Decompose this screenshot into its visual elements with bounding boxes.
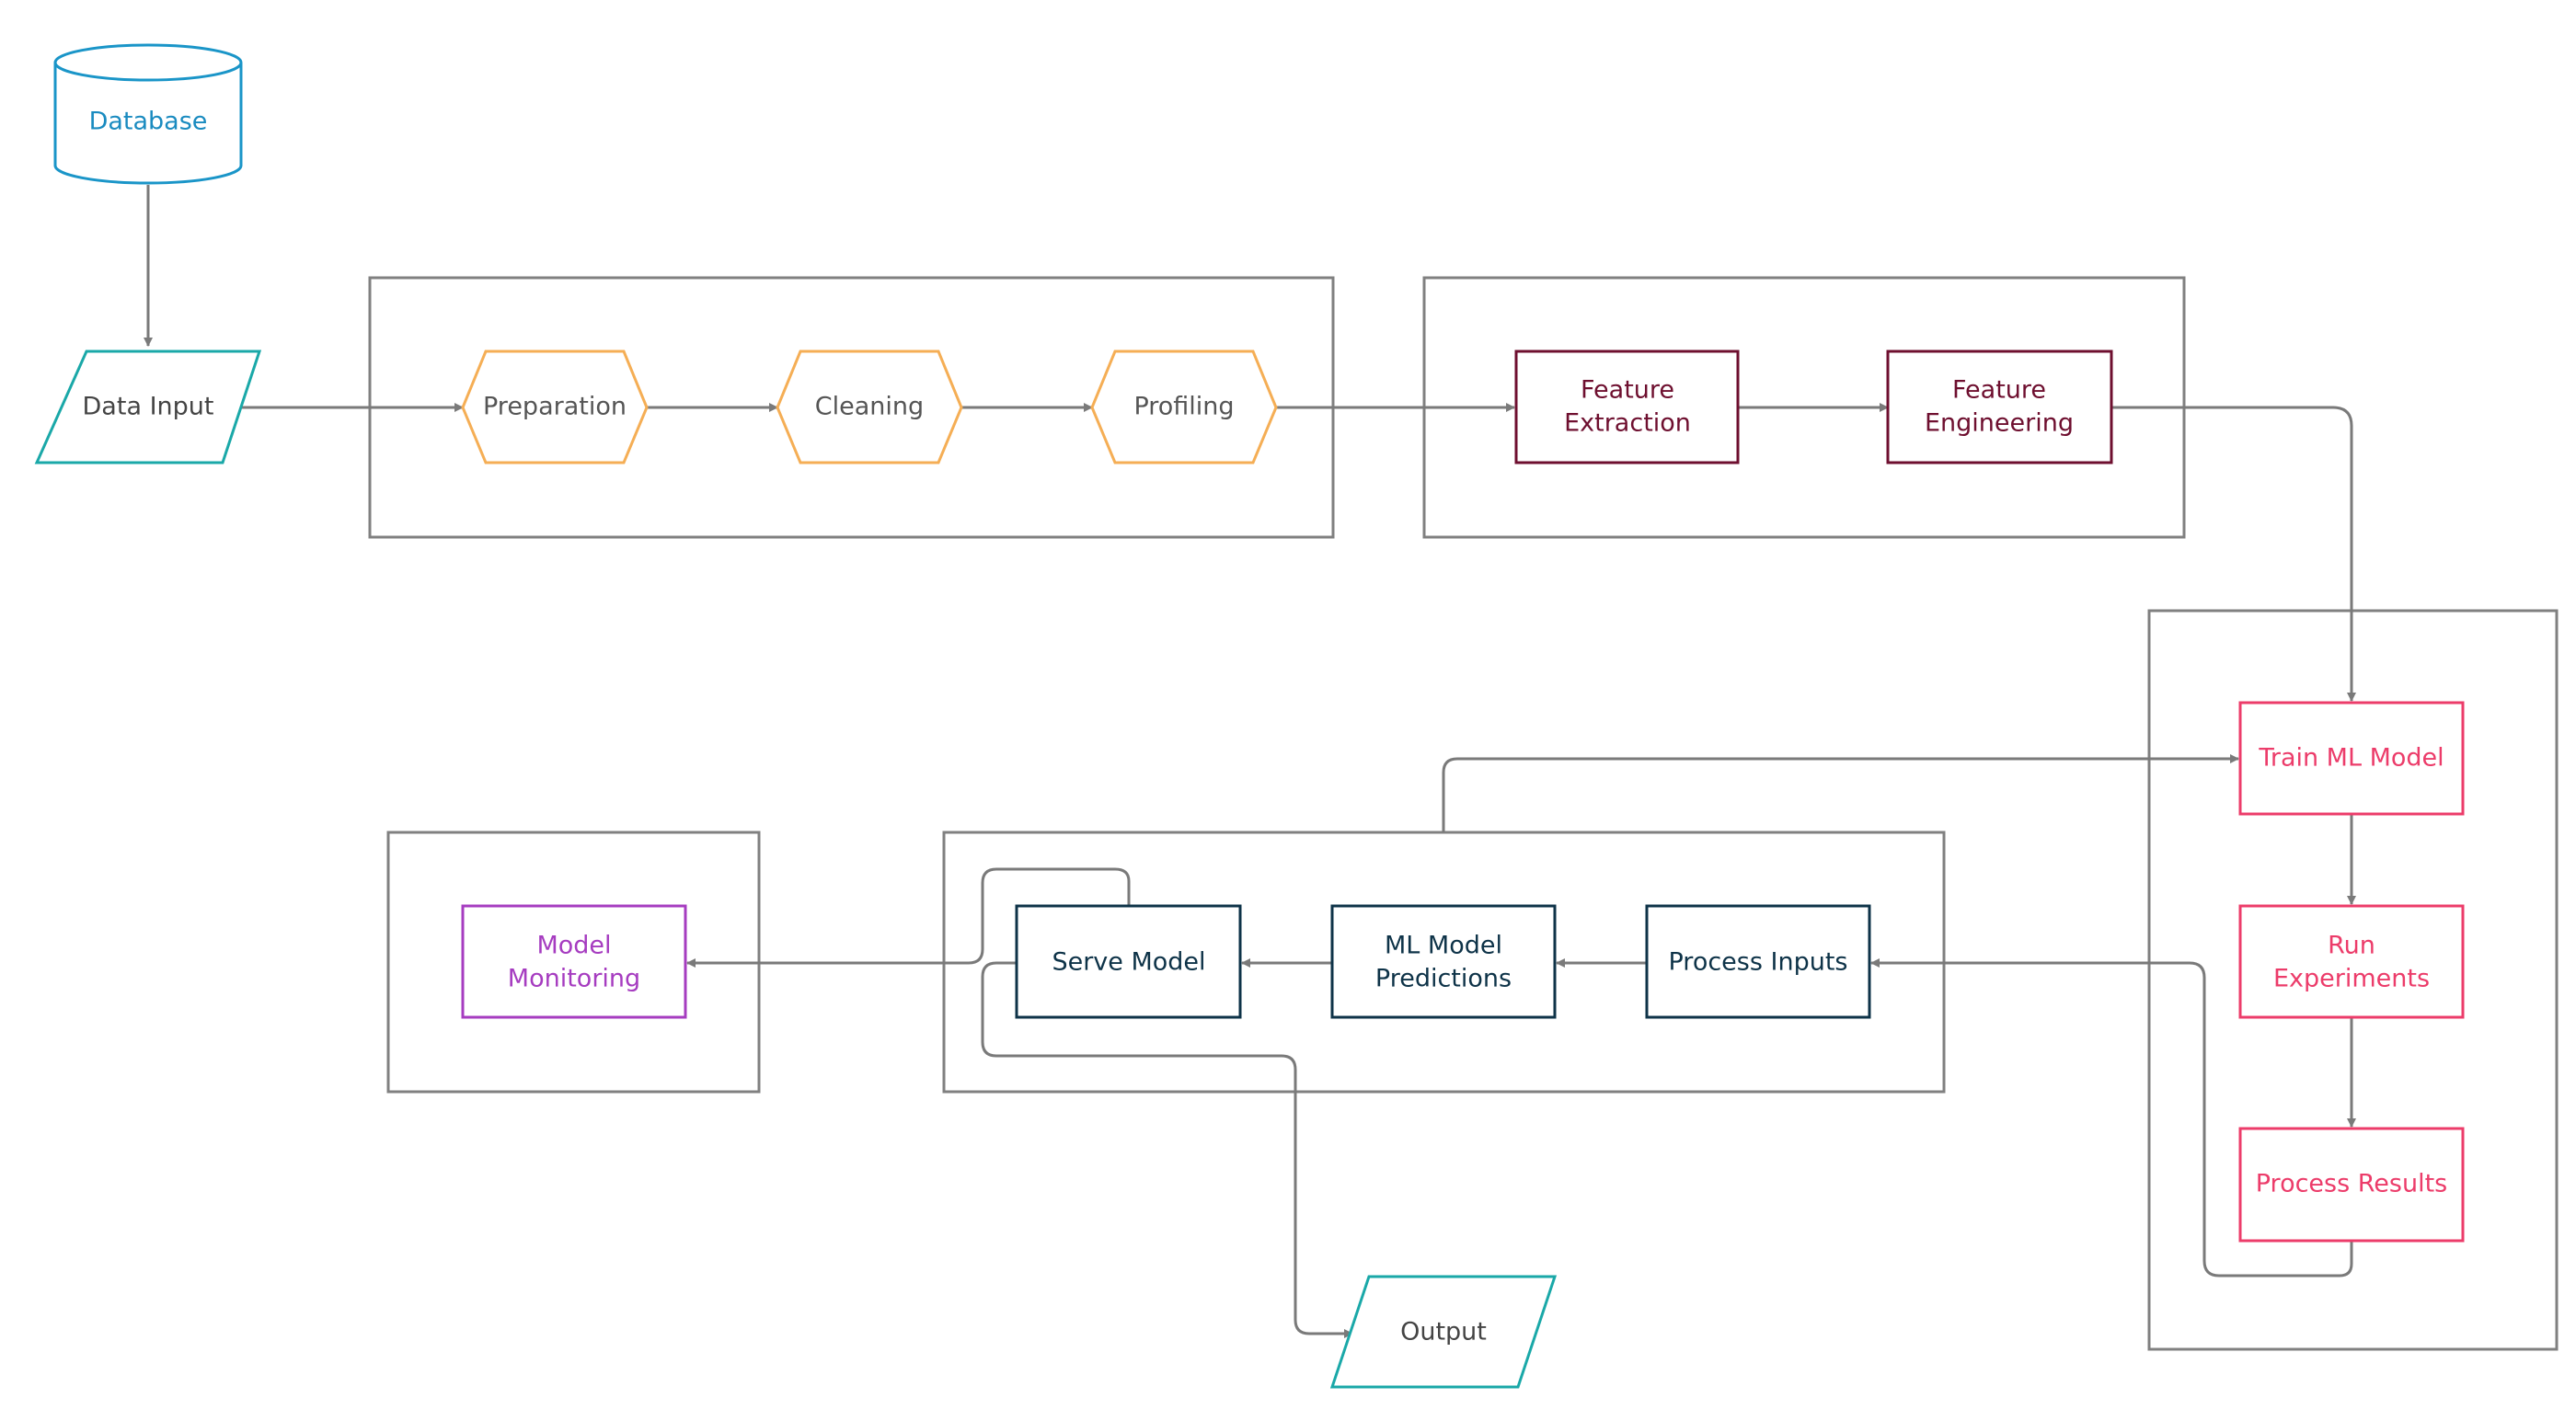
model-monitoring-label-line2: Monitoring (508, 965, 640, 993)
output-node: Output (1329, 1275, 1558, 1389)
run-experiments-label-line1: Run (2328, 932, 2375, 960)
feature-engineering-label-line2: Engineering (1925, 409, 2074, 438)
run-experiments-label-line2: Experiments (2273, 965, 2430, 993)
edge-serve-model-to-output (981, 961, 1353, 1338)
serve-model-node: Serve Model (1015, 904, 1242, 1019)
model-monitoring-node: Model Monitoring (461, 904, 687, 1019)
data-input-node: Data Input (34, 350, 262, 464)
feature-extraction-label-line1: Feature (1581, 376, 1674, 405)
database-node: Database (53, 43, 243, 185)
cleaning-label: Cleaning (815, 393, 924, 421)
run-experiments-node: Run Experiments (2238, 904, 2465, 1019)
profiling-node: Profiling (1090, 350, 1278, 464)
profiling-label: Profiling (1133, 393, 1234, 421)
train-ml-model-node: Train ML Model (2238, 701, 2465, 816)
output-label: Output (1400, 1318, 1487, 1347)
process-inputs-label: Process Inputs (1669, 948, 1848, 977)
process-inputs-node: Process Inputs (1645, 904, 1871, 1019)
ml-model-predictions-node: ML Model Predictions (1330, 904, 1557, 1019)
edge-serving-group-to-train-ml-model (1442, 754, 2239, 832)
database-label: Database (89, 108, 208, 136)
preparation-node: Preparation (461, 350, 649, 464)
ml-model-predictions-label-line2: Predictions (1375, 965, 1512, 993)
edge-serve-model-to-model-monitoring (686, 867, 1131, 968)
train-ml-model-label: Train ML Model (2258, 744, 2444, 773)
feature-extraction-node: Feature Extraction (1514, 350, 1740, 464)
ml-model-predictions-label-line1: ML Model (1385, 932, 1502, 960)
edge-process-results-to-process-inputs (1870, 958, 2353, 1278)
feature-extraction-label-line2: Extraction (1564, 409, 1691, 438)
edge-feature-engineering-to-train-ml-model (2111, 406, 2356, 702)
process-results-node: Process Results (2238, 1127, 2465, 1243)
serve-model-label: Serve Model (1052, 948, 1205, 977)
feature-engineering-label-line1: Feature (1952, 376, 2046, 405)
model-monitoring-label-line1: Model (536, 932, 611, 960)
cleaning-node: Cleaning (776, 350, 963, 464)
data-input-label: Data Input (83, 393, 214, 421)
process-results-label: Process Results (2256, 1170, 2448, 1198)
feature-engineering-node: Feature Engineering (1886, 350, 2113, 464)
preparation-label: Preparation (483, 393, 627, 421)
connectors (144, 185, 2356, 1338)
